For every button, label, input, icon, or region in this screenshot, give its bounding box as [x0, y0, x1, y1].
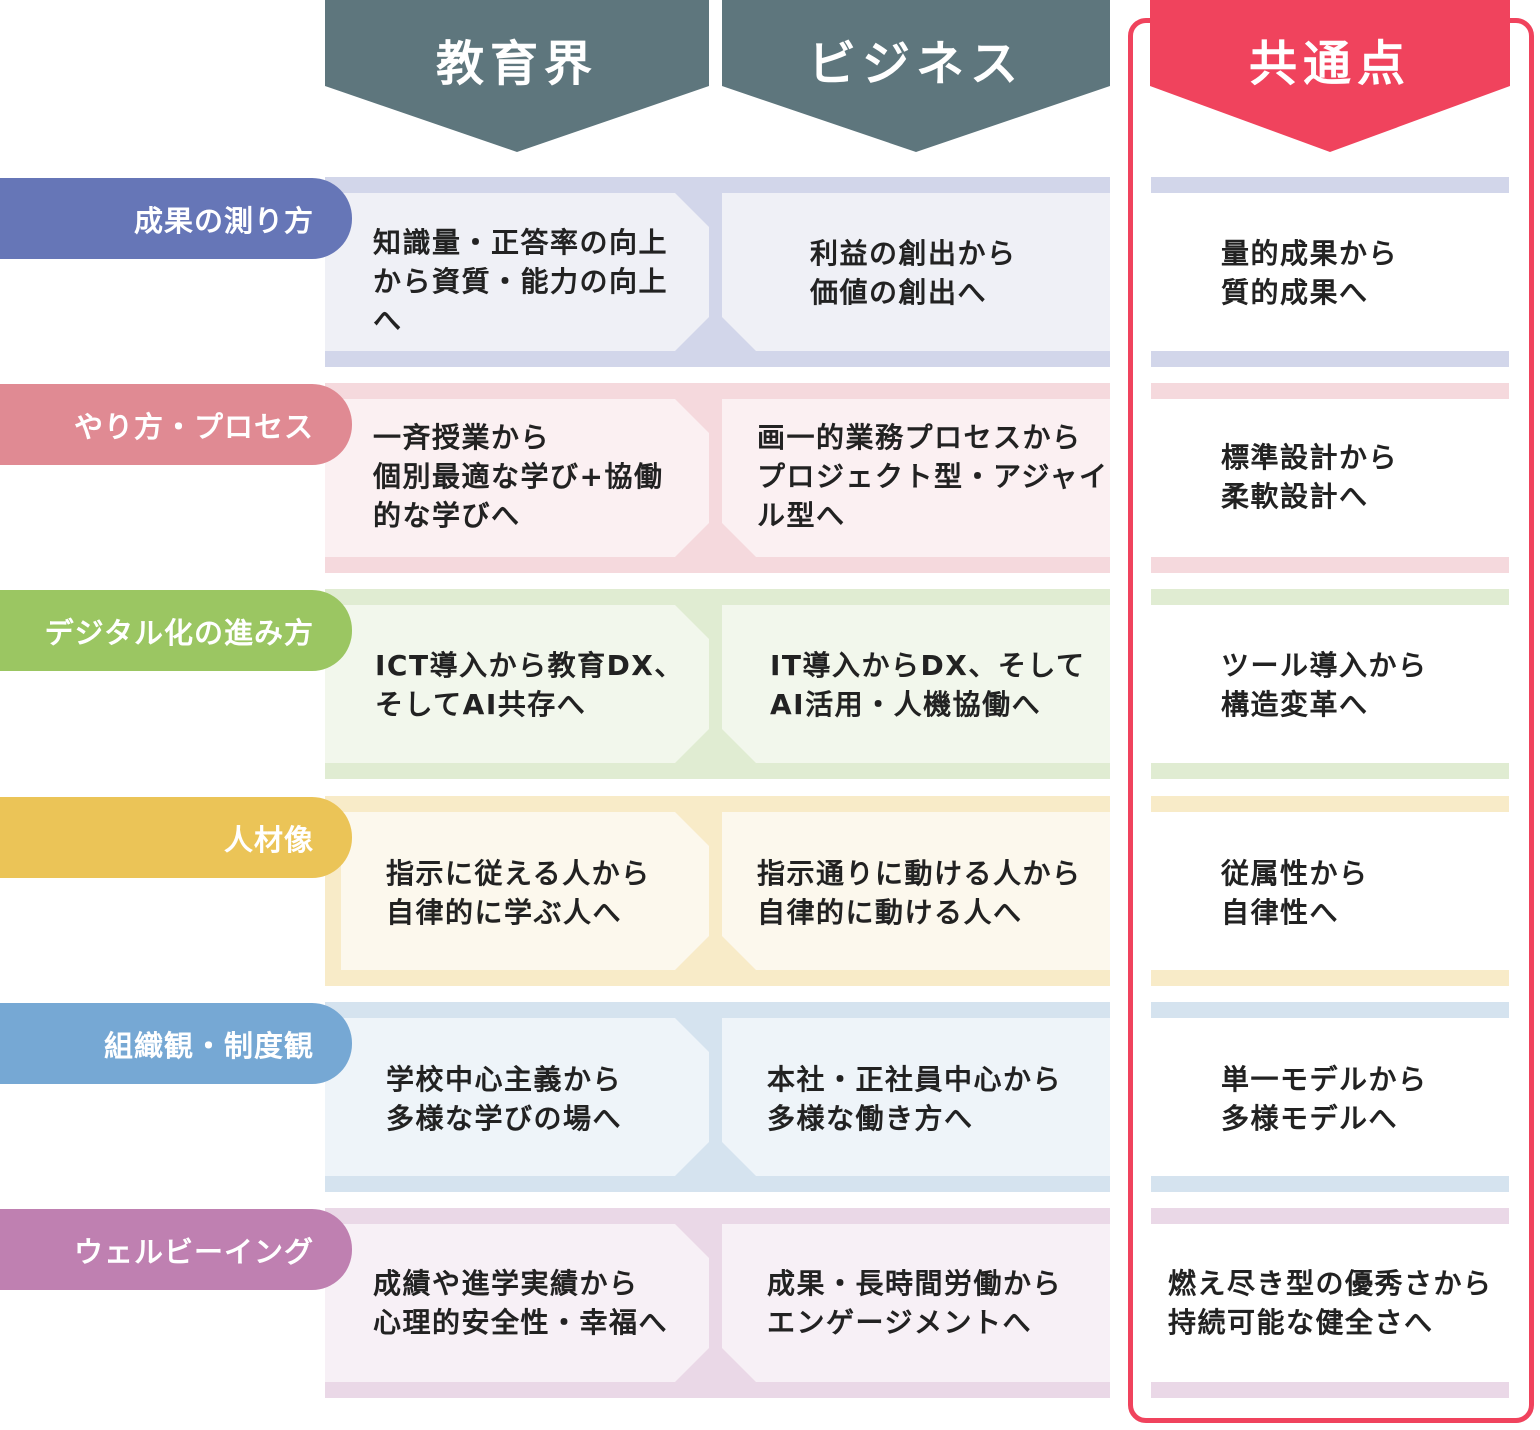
- common-text: 従属性から 自律性へ: [1221, 857, 1369, 929]
- header-education: 教育界: [325, 0, 709, 152]
- common-band-top: [1151, 177, 1509, 193]
- row-band: [325, 177, 1110, 367]
- education-text: 一斉授業から 個別最適な学び+協働 的な学びへ: [373, 421, 664, 532]
- header-common-label: 共通点: [1248, 36, 1411, 92]
- row-label-tab: やり方・プロセス: [0, 384, 352, 465]
- row-label-tab: 人材像: [0, 797, 352, 878]
- education-cell: [325, 1018, 709, 1176]
- common-text: 標準設計から 柔軟設計へ: [1221, 441, 1399, 513]
- education-cell: [341, 812, 709, 970]
- business-text: IT導入からDX、そして AI活用・人機協働へ: [770, 649, 1086, 721]
- business-text: 成果・長時間労働から エンゲージメントへ: [767, 1267, 1063, 1339]
- common-band-bottom: [1151, 970, 1509, 986]
- common-band: [1151, 1208, 1509, 1398]
- common-band-top: [1151, 1208, 1509, 1224]
- common-band-bottom: [1151, 1176, 1509, 1192]
- header-business-arrow: [722, 0, 1110, 152]
- business-text: 画一的業務プロセスから プロジェクト型・アジャイ ル型へ: [757, 421, 1109, 532]
- header-education-arrow: [325, 0, 709, 152]
- common-band: [1151, 1002, 1509, 1192]
- education-text: ICT導入から教育DX、 そしてAI共存へ: [375, 649, 684, 721]
- common-band: [1151, 177, 1509, 367]
- common-text: ツール導入から 構造変革へ: [1221, 649, 1428, 721]
- row-label-tab: デジタル化の進み方: [0, 590, 352, 671]
- header-business: ビジネス: [722, 0, 1110, 152]
- common-band-top: [1151, 589, 1509, 605]
- row-band: [325, 796, 1110, 986]
- common-band: [1151, 796, 1509, 986]
- header-education-shape: [325, 0, 709, 152]
- common-band-bottom: [1151, 351, 1509, 367]
- row-band: [325, 589, 1110, 779]
- business-text: 本社・正社員中心から 多様な働き方へ: [767, 1063, 1063, 1135]
- row-label-tab: 成果の測り方: [0, 178, 352, 259]
- common-band-bottom: [1151, 1382, 1509, 1398]
- business-cell: [722, 812, 1110, 970]
- header-common-arrow: [1150, 0, 1510, 152]
- business-cell: [722, 399, 1110, 557]
- row-band: [325, 383, 1110, 573]
- business-text: 指示通りに動ける人から 自律的に動ける人へ: [757, 857, 1082, 929]
- education-text: 知識量・正答率の向上 から資質・能力の向上 へ: [373, 226, 669, 337]
- education-text: 指示に従える人から 自律的に学ぶ人へ: [386, 857, 651, 929]
- common-band: [1151, 383, 1509, 573]
- header-common-shape: [1150, 0, 1510, 152]
- business-cell: [722, 193, 1110, 351]
- education-cell: [325, 605, 709, 763]
- common-band-bottom: [1151, 557, 1509, 573]
- common-text: 燃え尽き型の優秀さから 持続可能な健全さへ: [1168, 1267, 1493, 1339]
- common-band-top: [1151, 383, 1509, 399]
- row-band: [325, 1002, 1110, 1192]
- business-cell: [722, 605, 1110, 763]
- business-cell: [722, 1018, 1110, 1176]
- common-band-top: [1151, 1002, 1509, 1018]
- row-label-tab: ウェルビーイング: [0, 1209, 352, 1290]
- common-band-bottom: [1151, 763, 1509, 779]
- common-band: [1151, 589, 1509, 779]
- header-business-label: ビジネス: [807, 36, 1024, 92]
- education-text: 成績や進学実績から 心理的安全性・幸福へ: [373, 1267, 669, 1339]
- common-text: 量的成果から 質的成果へ: [1221, 237, 1399, 309]
- header-business-shape: [722, 0, 1110, 152]
- common-band-top: [1151, 796, 1509, 812]
- education-text: 学校中心主義から 多様な学びの場へ: [386, 1063, 623, 1135]
- business-cell: [722, 1224, 1110, 1382]
- row-label-tab: 組織観・制度観: [0, 1003, 352, 1084]
- header-education-label: 教育界: [435, 36, 598, 92]
- education-cell: [325, 1224, 709, 1382]
- common-text: 単一モデルから 多様モデルへ: [1221, 1063, 1428, 1135]
- education-cell: [325, 399, 709, 557]
- education-cell: [325, 193, 709, 351]
- business-text: 利益の創出から 価値の創出へ: [810, 237, 1017, 309]
- header-common: 共通点: [1150, 0, 1510, 152]
- row-band: [325, 1208, 1110, 1398]
